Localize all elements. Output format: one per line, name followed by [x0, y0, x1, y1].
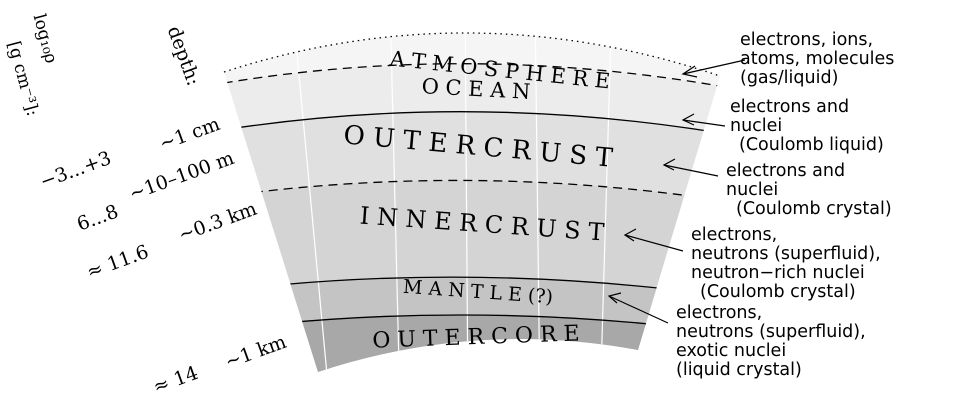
desc-ocean-line2: nuclei: [730, 116, 782, 136]
desc-inner-crust: electrons, neutrons (superfluid), neutro…: [691, 225, 881, 302]
density-value-outer-crust: 6...8: [74, 200, 121, 235]
depth-axis-label: depth:: [163, 23, 205, 89]
desc-inner-crust-line1: electrons,: [691, 225, 777, 245]
pointer-arrows: [607, 59, 746, 324]
desc-atmosphere-line1: electrons, ions,: [740, 30, 873, 50]
desc-core-line3: exotic nuclei: [676, 341, 786, 361]
density-units-label: [g cm⁻³]:: [3, 39, 42, 118]
desc-ocean-line3: (Coulomb liquid): [739, 135, 884, 155]
depth-value-10-100m: ~10–100 m: [126, 147, 237, 205]
desc-outer-crust-line1: electrons and: [726, 161, 845, 181]
density-axis-label: log₁₀ρ: [29, 12, 61, 66]
desc-atmosphere-line3: (gas/liquid): [740, 68, 838, 88]
desc-atmosphere: electrons, ions, atoms, molecules (gas/l…: [740, 30, 894, 88]
desc-ocean-line1: electrons and: [730, 97, 849, 117]
desc-inner-crust-line3: neutron−rich nuclei: [691, 263, 865, 283]
desc-core: electrons, neutrons (superfluid), exotic…: [676, 303, 866, 380]
desc-core-line1: electrons,: [676, 303, 762, 323]
desc-atmosphere-line2: atoms, molecules: [740, 49, 894, 69]
density-value-surface: −3...+3: [37, 147, 114, 193]
depth-value-0-3km: ~0.3 km: [176, 198, 260, 247]
depth-value-1km: ~1 km: [222, 331, 289, 373]
desc-ocean: electrons and nuclei (Coulomb liquid): [730, 97, 884, 155]
vertical-guide-lines: [291, 32, 613, 372]
desc-outer-crust-line3: (Coulomb crystal): [736, 199, 892, 219]
desc-inner-crust-line4: (Coulomb crystal): [700, 282, 856, 302]
depth-value-1cm: ~1 cm: [156, 113, 222, 155]
density-value-core: ≈ 14: [150, 362, 201, 398]
density-value-inner-crust: ≈ 11.6: [84, 241, 152, 284]
desc-outer-crust-line2: nuclei: [726, 180, 778, 200]
ocean-top-boundary: [224, 63, 720, 103]
desc-inner-crust-line2: neutrons (superfluid),: [691, 244, 881, 264]
desc-core-line2: neutrons (superfluid),: [676, 322, 866, 342]
label-ocean: O C E A N: [421, 74, 531, 104]
desc-core-line4: (liquid crystal): [676, 360, 802, 380]
desc-outer-crust: electrons and nuclei (Coulomb crystal): [726, 161, 892, 219]
